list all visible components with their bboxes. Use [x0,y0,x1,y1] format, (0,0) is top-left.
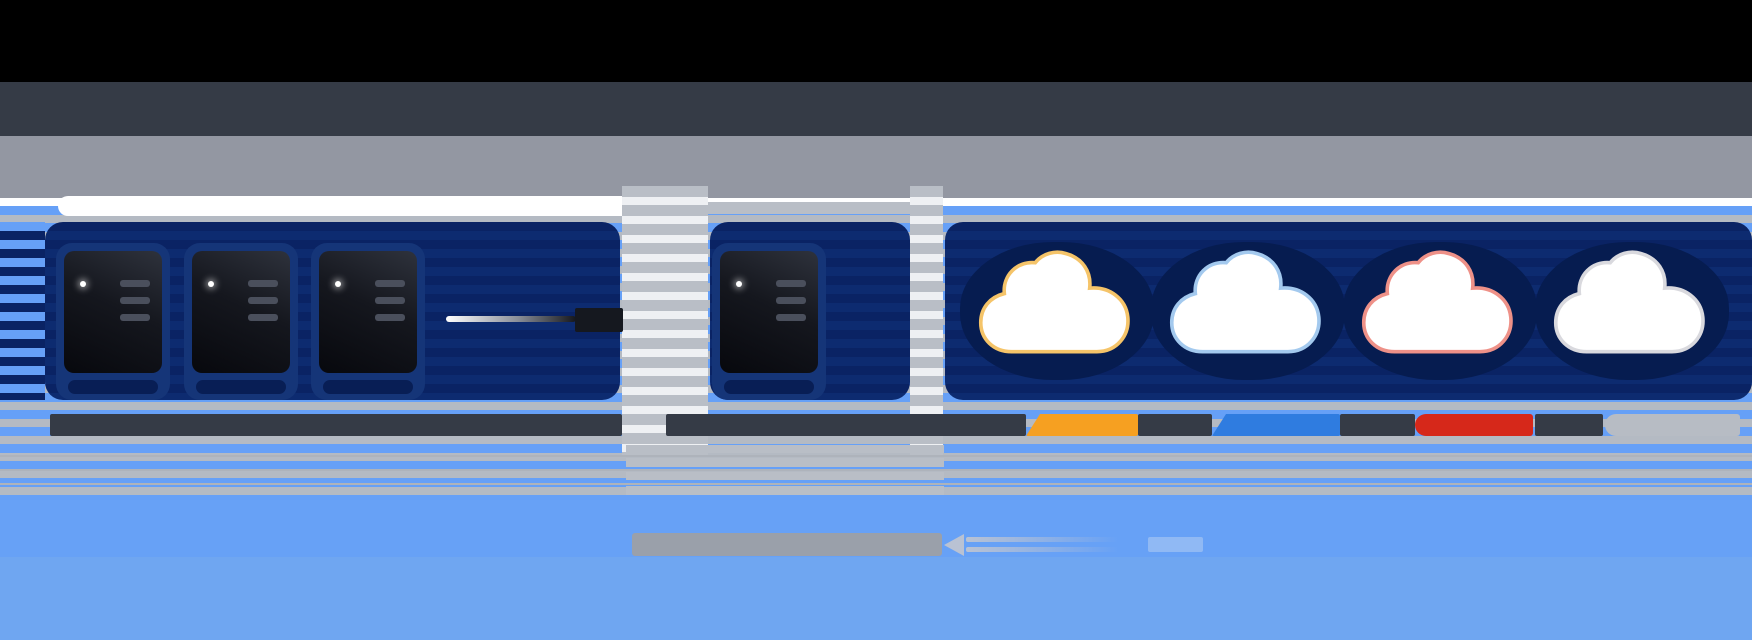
platform-bar [58,196,632,216]
provider-logo-bar-blue [1212,414,1340,436]
horizontal-rule [0,455,1752,457]
drive-slot-icon [776,280,806,287]
server-rack-icon [184,243,298,400]
caption-smear-bar [1138,414,1212,436]
caption-smear-bar [50,414,622,436]
subheading-smear-bar [0,136,1752,198]
cloud-icon-gray [1535,242,1729,380]
cloud-shape [1361,250,1513,354]
drive-slot-icon [375,314,405,321]
left-arrow-icon [944,534,964,556]
drive-slot-icon [248,280,278,287]
drive-slot-icon [120,280,150,287]
led-icon [208,281,214,287]
platform-connector-bar [632,202,940,214]
drive-slot-icon [120,297,150,304]
server-pedestal [724,380,814,394]
divider-smear-block [626,472,944,480]
server-body [319,251,417,373]
cloud-icon-lightblue [1151,242,1345,380]
drive-slot-icon [120,314,150,321]
server-body [192,251,290,373]
left-edge-stripes [0,222,45,400]
cloud-shape [978,250,1130,354]
led-icon [736,281,742,287]
caption-smear-bar [666,414,1026,436]
server-body [64,251,162,373]
server-pedestal [323,380,413,394]
plug-icon [575,308,623,332]
led-icon [335,281,341,287]
provider-logo-bar-orange [1026,414,1138,436]
led-icon [80,281,86,287]
dashed-divider-left [622,186,708,456]
dashed-divider-right [910,186,943,456]
divider-smear-block [626,458,944,467]
top-black-band [0,0,1752,82]
drive-slot-icon [248,297,278,304]
left-arrow-line [966,537,1118,542]
power-cable-icon [446,316,576,322]
drive-slot-icon [248,314,278,321]
provider-logo-bar-red [1415,414,1533,436]
cloud-icon-amber [960,242,1154,380]
horizontal-rule [0,469,1752,471]
server-pedestal [68,380,158,394]
caption-smear-bar [1535,414,1603,436]
cloud-shape [1169,250,1321,354]
cloud-icon-salmon [1343,242,1537,380]
cloud-shape [1553,250,1705,354]
divider-smear-block [626,486,944,495]
drive-slot-icon [776,297,806,304]
footer-background-lower [0,557,1752,640]
horizontal-rule [0,483,1752,485]
server-body [720,251,818,373]
server-rack-icon [712,243,826,400]
server-rack-icon [311,243,425,400]
heading-smear-bar [0,82,1752,136]
divider-smear-block [626,445,944,453]
drive-slot-icon [375,280,405,287]
server-rack-icon [56,243,170,400]
left-arrow-line [966,547,1118,552]
drive-slot-icon [776,314,806,321]
arrow-ghost-mark [1148,537,1203,552]
drive-slot-icon [375,297,405,304]
footer-caption-bar [632,533,942,556]
server-pedestal [196,380,286,394]
provider-logo-bar-gray [1605,414,1740,436]
caption-smear-bar [1340,414,1415,436]
